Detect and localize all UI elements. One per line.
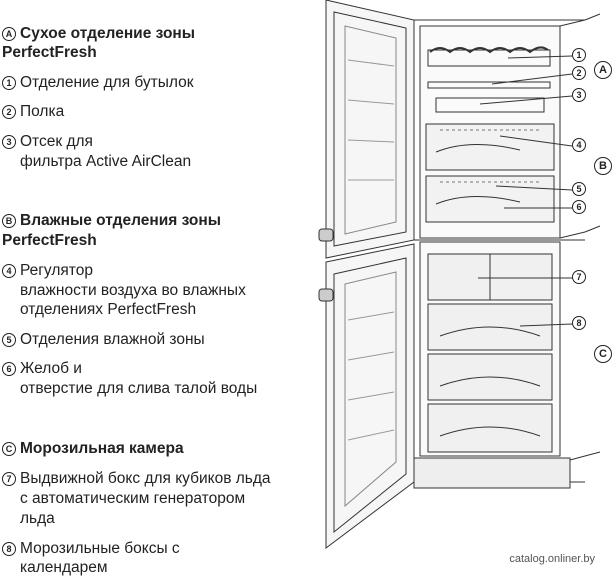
legend-item-3: 3 Отсек для (2, 132, 93, 151)
section-a-badge: A (2, 27, 16, 41)
legend-item-8-text: Морозильные боксы с (20, 540, 180, 557)
legend-number-2: 2 (2, 105, 16, 119)
legend-item-2-text: Полка (20, 103, 65, 120)
watermark: catalog.onliner.by (509, 553, 595, 565)
bottle-rack (427, 46, 551, 67)
section-a-title-line2: PerfectFresh (2, 44, 97, 61)
upper-door (325, 0, 415, 259)
callout-7: 7 (572, 270, 586, 284)
section-c-title: C Морозильная камера (2, 439, 184, 458)
zone-c-marker: C (594, 345, 612, 363)
legend-item-7: 7 Выдвижной бокс для кубиков льда (2, 469, 271, 488)
section-b-title: B Влажные отделения зоны (2, 211, 221, 230)
legend-item-8: 8 Морозильные боксы с (2, 539, 180, 558)
callout-8: 8 (572, 316, 586, 330)
section-a-title-line1: Сухое отделение зоны (20, 25, 196, 42)
legend-item-6-text-cont: отверстие для слива талой воды (20, 380, 258, 397)
section-b-badge: B (2, 214, 16, 228)
section-a-title: A Сухое отделение зоны (2, 24, 195, 43)
legend-item-5: 5 Отделения влажной зоны (2, 330, 205, 349)
freezer-drawer-3 (427, 403, 553, 453)
legend-number-8: 8 (2, 542, 16, 556)
lower-door (325, 243, 415, 549)
callout-2: 2 (572, 66, 586, 80)
legend-number-5: 5 (2, 333, 16, 347)
legend-item-6-text: Желоб и (20, 360, 82, 377)
legend-item-8-text-cont: календарем (20, 559, 108, 576)
freezer-drawer-2 (427, 353, 553, 401)
ice-box (427, 253, 553, 301)
lower-door-handle (318, 288, 334, 302)
legend-number-7: 7 (2, 472, 16, 486)
glass-shelf (427, 81, 551, 89)
legend-item-4: 4 Регулятор (2, 261, 93, 280)
legend-number-1: 1 (2, 76, 16, 90)
callout-3: 3 (572, 88, 586, 102)
legend-item-5-text: Отделения влажной зоны (20, 331, 205, 348)
legend-item-4-text: Регулятор (20, 262, 93, 279)
legend-item-7-text-cont1: с автоматическим генератором (20, 490, 246, 507)
freezer-drawer-1 (427, 303, 553, 351)
section-c-badge: C (2, 442, 16, 456)
legend-item-7-text-cont2: льда (20, 510, 55, 527)
callout-6: 6 (572, 200, 586, 214)
callout-1: 1 (572, 48, 586, 62)
legend-item-3-text-cont: фильтра Active AirClean (20, 153, 192, 170)
humid-drawer-upper (425, 123, 555, 171)
section-c-title-line1: Морозильная камера (20, 440, 184, 457)
humid-drawer-lower (425, 175, 555, 223)
legend-item-7-text: Выдвижной бокс для кубиков льда (20, 470, 271, 487)
callout-4: 4 (572, 138, 586, 152)
zone-a-marker: A (594, 61, 612, 79)
legend-item-3-text: Отсек для (20, 133, 93, 150)
upper-door-handle (318, 228, 334, 242)
section-b-title-line1: Влажные отделения зоны (20, 212, 221, 229)
callout-5: 5 (572, 182, 586, 196)
legend-item-1-text: Отделение для бутылок (20, 74, 194, 91)
legend-item-1: 1 Отделение для бутылок (2, 73, 194, 92)
zone-b-marker: B (594, 157, 612, 175)
activeairclean-compartment (435, 97, 545, 113)
legend-item-4-text-cont1: влажности воздуха во влажных (20, 282, 246, 299)
section-b-title-line2: PerfectFresh (2, 232, 97, 249)
leader-lines (478, 13, 601, 461)
legend-number-6: 6 (2, 362, 16, 376)
legend-item-6: 6 Желоб и (2, 359, 82, 378)
legend-item-2: 2 Полка (2, 102, 64, 121)
legend-number-4: 4 (2, 264, 16, 278)
legend-number-3: 3 (2, 135, 16, 149)
legend-item-4-text-cont2: отделениях PerfectFresh (20, 301, 197, 318)
